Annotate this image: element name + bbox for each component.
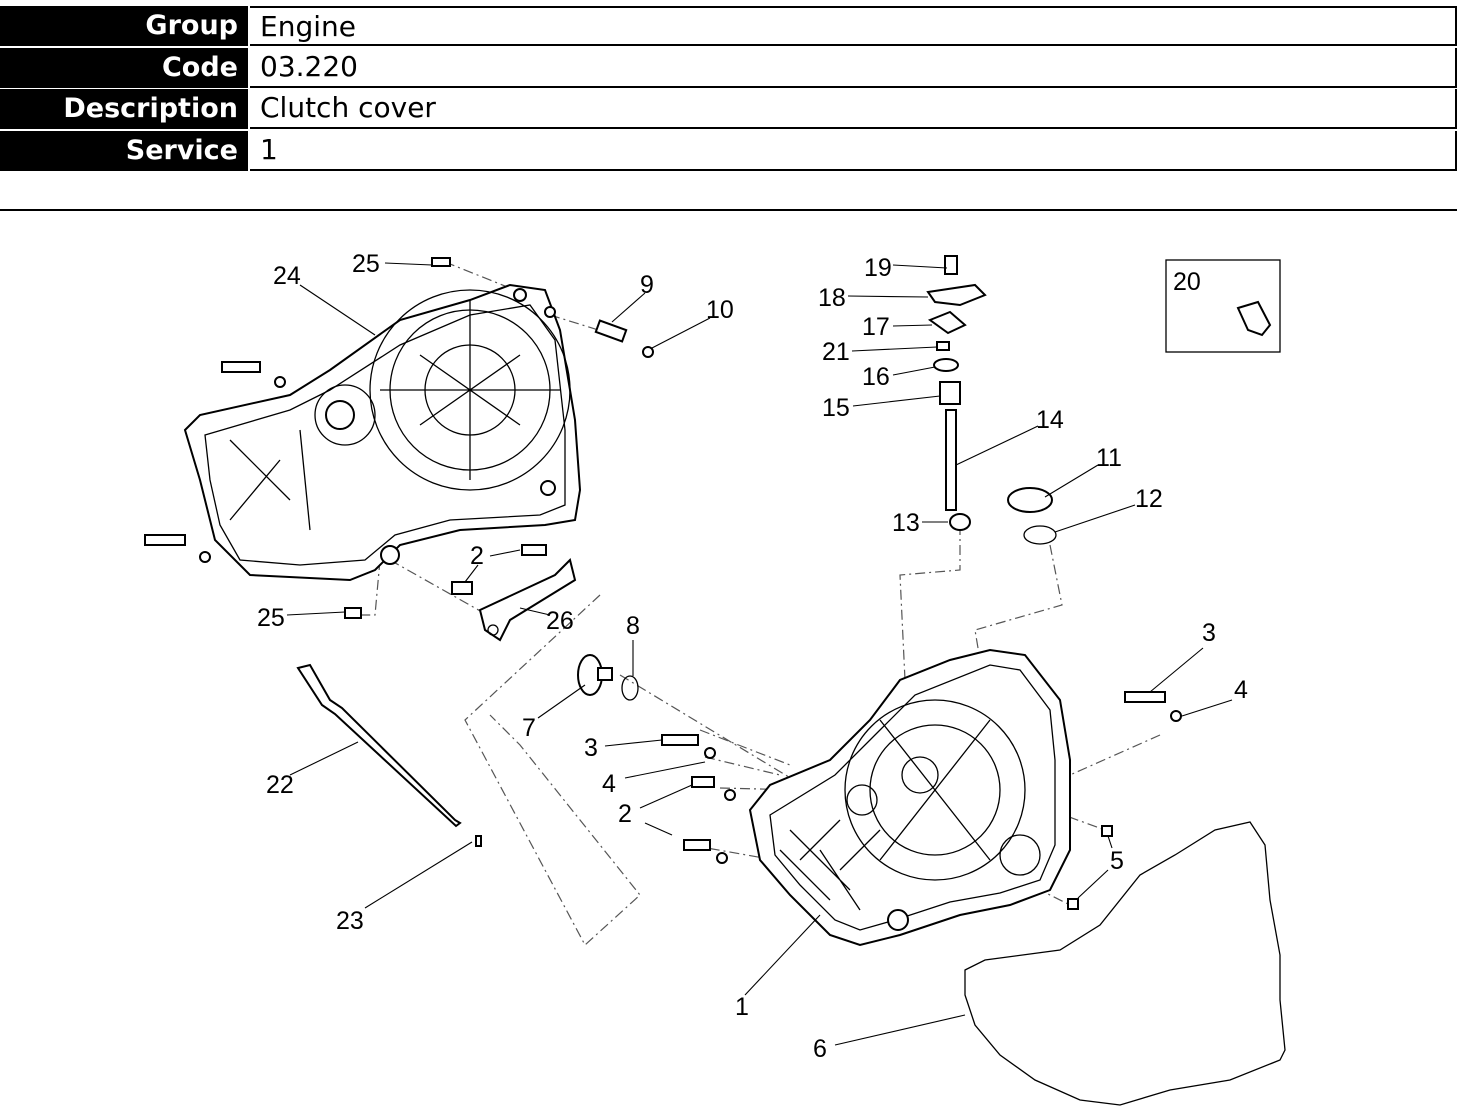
callout-26: 26 [546,607,574,635]
header-value: 1 [250,131,1457,171]
callout-14: 14 [1036,406,1064,434]
leader-lines [286,262,1233,1046]
callout-3: 3 [584,734,598,762]
callout-18: 18 [818,284,846,312]
callout-25: 25 [257,604,285,632]
callout-16: 16 [862,363,890,391]
header-row-code: Code 03.220 [0,48,1457,88]
callout-2: 2 [470,542,484,570]
exploded-parts-diagram: 1 2 2 2 3 3 4 4 5 6 7 8 9 10 11 12 13 14… [144,250,1286,1106]
header-row-service: Service 1 [0,131,1457,171]
callout-10: 10 [706,296,734,324]
header-value: 03.220 [250,48,1457,88]
callout-5: 5 [1110,847,1124,875]
callout-7: 7 [522,714,536,742]
callout-23: 23 [336,907,364,935]
header-label: Group [0,6,248,46]
callout-labels: 1 2 2 2 3 3 4 4 5 6 7 8 9 10 11 12 13 14… [257,250,1248,1063]
callout-3: 3 [1202,619,1216,647]
inner-clutch-cover [748,648,1071,947]
callout-24: 24 [273,262,301,290]
header-label: Service [0,131,248,171]
clutch-cover-gasket [964,821,1286,1106]
callout-11: 11 [1096,444,1122,472]
callout-15: 15 [822,394,850,422]
callout-21: 21 [822,338,850,366]
clip-part-20 [1236,300,1272,337]
callout-6: 6 [813,1035,827,1063]
hardware-parts [144,255,1182,910]
header-row-description: Description Clutch cover [0,89,1457,129]
callout-19: 19 [864,254,892,282]
callout-13: 13 [892,509,920,537]
header-value: Clutch cover [250,89,1457,129]
callout-12: 12 [1135,485,1163,513]
callout-17: 17 [862,313,890,341]
callout-4: 4 [602,770,616,798]
callout-4: 4 [1234,676,1248,704]
callout-25: 25 [352,250,380,278]
callout-20: 20 [1173,268,1201,296]
assembly-lines [360,261,1161,946]
callout-8: 8 [626,612,640,640]
header-value: Engine [250,6,1457,46]
outer-clutch-cover [183,283,582,582]
callout-2: 2 [618,800,632,828]
detail-box-20 [1165,259,1281,353]
callout-1: 1 [735,993,749,1021]
callout-9: 9 [640,271,654,299]
header-label: Description [0,89,248,129]
divider-rule [0,209,1457,211]
header-row-group: Group Engine [0,6,1457,46]
callout-22: 22 [266,771,294,799]
header-label: Code [0,48,248,88]
